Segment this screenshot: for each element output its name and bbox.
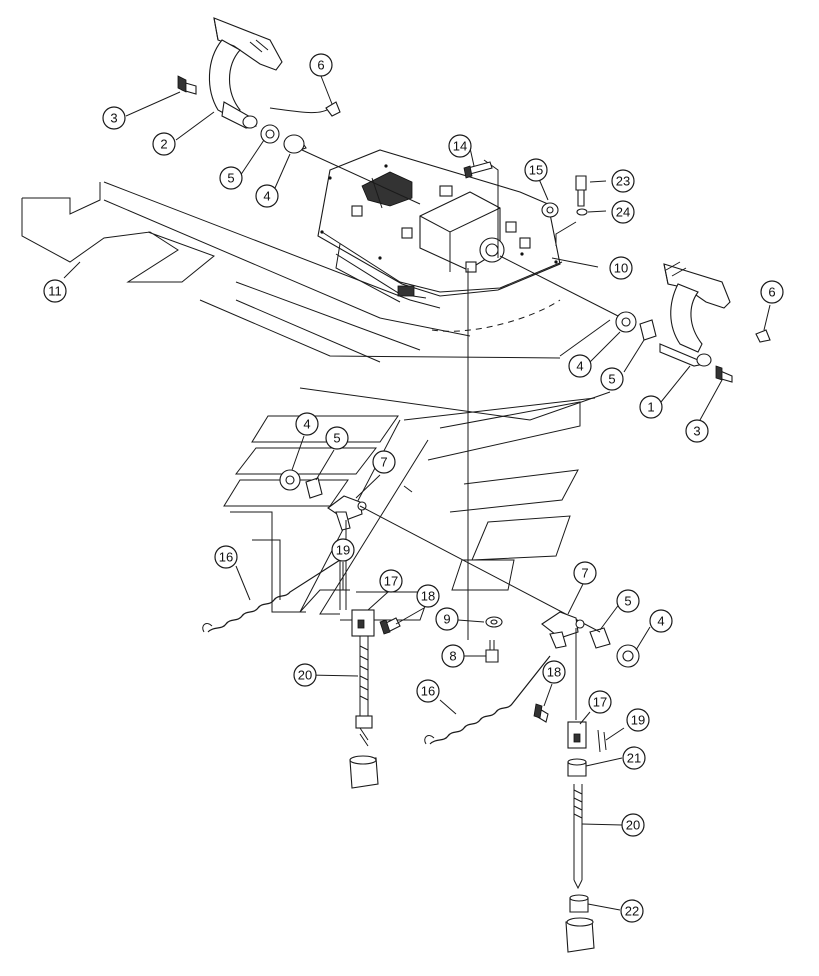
svg-text:5: 5 [624, 594, 631, 609]
bushings-mid [279, 469, 323, 499]
svg-text:20: 20 [626, 818, 640, 833]
svg-text:16: 16 [219, 550, 233, 565]
callout-7-left: 7 [372, 450, 396, 474]
bushings-right [499, 255, 657, 341]
svg-text:4: 4 [657, 614, 664, 629]
floor-panels [223, 401, 581, 621]
svg-text:19: 19 [631, 713, 645, 728]
svg-text:16: 16 [421, 684, 435, 699]
callout-11: 11 [43, 279, 67, 303]
linkage-left [202, 495, 601, 789]
callout-9: 9 [435, 607, 459, 631]
svg-text:7: 7 [380, 455, 387, 470]
svg-text:2: 2 [160, 137, 167, 152]
svg-text:4: 4 [263, 189, 270, 204]
callout-10: 10 [609, 256, 633, 280]
svg-text:6: 6 [768, 285, 775, 300]
svg-text:18: 18 [421, 589, 435, 604]
callout-19-left: 19 [331, 538, 355, 562]
callout-3: 3 [102, 106, 126, 130]
callout-19-right: 19 [626, 708, 650, 732]
callout-1: 1 [639, 395, 663, 419]
callout-24: 24 [611, 200, 635, 224]
svg-text:10: 10 [614, 261, 628, 276]
svg-text:17: 17 [384, 574, 398, 589]
svg-text:5: 5 [227, 171, 234, 186]
linkage-right [424, 611, 607, 953]
svg-text:18: 18 [547, 665, 561, 680]
pedal-bracket [317, 149, 563, 640]
callout-18-right: 18 [542, 660, 566, 684]
upper-fasteners [463, 161, 588, 246]
callout-18-left: 18 [416, 584, 440, 608]
svg-text:19: 19 [336, 543, 350, 558]
callout-4-right: 4 [568, 354, 592, 378]
svg-text:20: 20 [298, 668, 312, 683]
callout-5-right: 5 [600, 367, 624, 391]
svg-text:4: 4 [303, 417, 310, 432]
svg-text:5: 5 [608, 372, 615, 387]
callout-leaders [63, 75, 771, 911]
svg-text:6: 6 [317, 58, 324, 73]
bushings-lower-right [589, 627, 640, 668]
right-pedal [659, 261, 771, 383]
svg-text:21: 21 [627, 751, 641, 766]
callout-8: 8 [441, 644, 465, 668]
floor-frame [21, 181, 611, 421]
callout-14: 14 [448, 134, 472, 158]
svg-text:24: 24 [616, 205, 630, 220]
svg-text:4: 4 [576, 359, 583, 374]
callout-21: 21 [622, 746, 646, 770]
left-pedal [177, 17, 341, 129]
callout-6: 6 [309, 53, 333, 77]
callout-4-lower: 4 [649, 609, 673, 633]
callout-2: 2 [152, 132, 176, 156]
svg-text:9: 9 [443, 612, 450, 627]
callout-17-right: 17 [588, 690, 612, 714]
svg-text:8: 8 [449, 649, 456, 664]
callout-6-right: 6 [760, 280, 784, 304]
callout-20-right: 20 [621, 813, 645, 837]
callout-20-left: 20 [293, 663, 317, 687]
callout-5-mid: 5 [325, 426, 349, 450]
bushings-upper-left [260, 124, 421, 205]
svg-text:15: 15 [529, 163, 543, 178]
callout-23: 23 [611, 169, 635, 193]
callout-3-right: 3 [685, 419, 709, 443]
svg-text:7: 7 [581, 566, 588, 581]
callout-5: 5 [219, 166, 243, 190]
svg-text:11: 11 [48, 284, 62, 299]
callout-22: 22 [620, 899, 644, 923]
svg-text:22: 22 [625, 904, 639, 919]
svg-text:5: 5 [333, 431, 340, 446]
svg-text:14: 14 [453, 139, 467, 154]
callout-4-mid: 4 [295, 412, 319, 436]
callout-15: 15 [524, 158, 548, 182]
svg-text:1: 1 [647, 400, 654, 415]
callout-16-left: 16 [214, 545, 238, 569]
callout-4: 4 [255, 184, 279, 208]
svg-text:17: 17 [593, 695, 607, 710]
callout-5-lower: 5 [616, 589, 640, 613]
svg-text:3: 3 [693, 424, 700, 439]
callout-7-right: 7 [573, 561, 597, 585]
svg-text:23: 23 [616, 174, 630, 189]
svg-text:3: 3 [110, 111, 117, 126]
callout-16-right: 16 [416, 679, 440, 703]
callout-17-left: 17 [379, 569, 403, 593]
